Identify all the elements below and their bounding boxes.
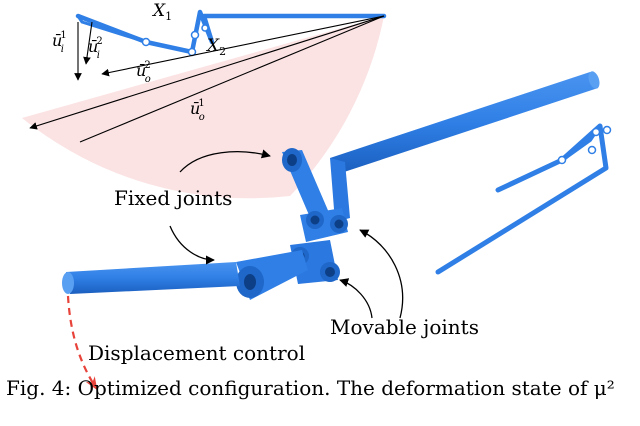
svg-text:ū2o: ū2o [136, 60, 151, 85]
schematic-mechanism [75, 9, 387, 57]
svg-text:ū1i: ū1i [52, 30, 67, 55]
fixed-joints-label: Fixed joints [114, 186, 232, 210]
annotation-arrows [169, 149, 404, 319]
schematic-joint [190, 30, 200, 40]
schematic-joint [201, 24, 209, 32]
svg-text:X1: X1 [151, 1, 172, 23]
rendered-mechanism [62, 71, 600, 300]
movable-joints-label: Movable joints [330, 315, 479, 339]
svg-text:ū2i: ū2i [88, 36, 103, 61]
svg-text:ū1o: ū1o [190, 98, 205, 123]
displacement-control-arrow [66, 295, 98, 391]
figure-caption: Fig. 4: Optimized configuration. The def… [6, 376, 615, 400]
schematic-joint [141, 37, 151, 47]
svg-text:X2: X2 [205, 36, 226, 58]
displacement-control-label: Displacement control [88, 341, 305, 365]
right-schematic [435, 123, 612, 275]
displacement-vectors [29, 15, 385, 143]
